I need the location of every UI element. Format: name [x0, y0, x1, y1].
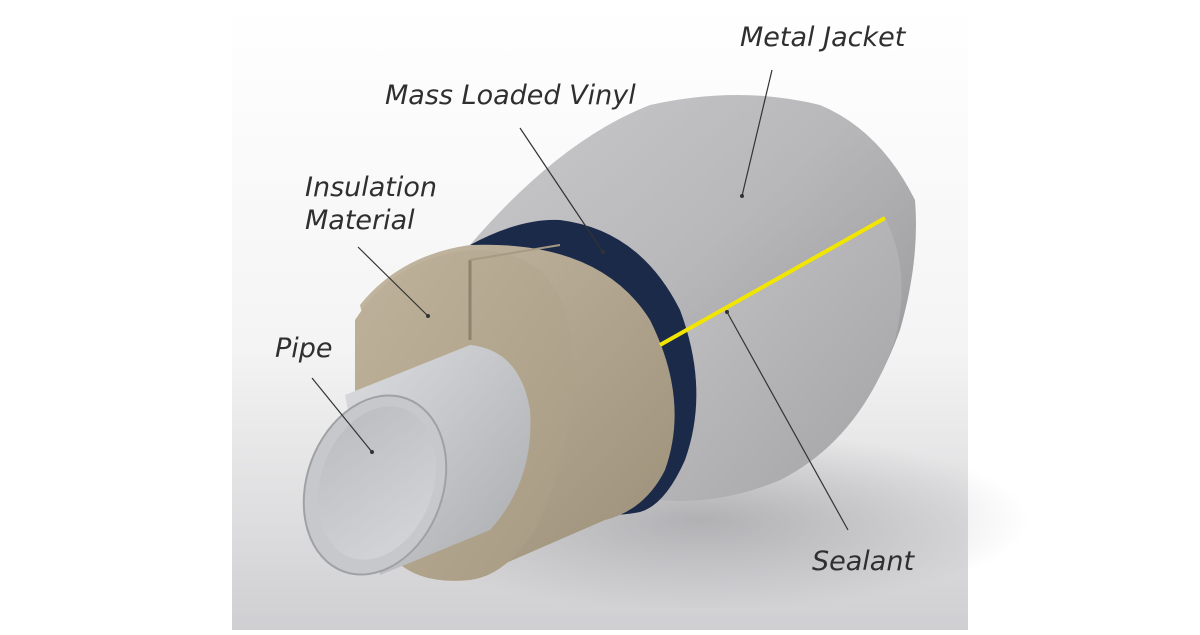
leader-dot-sealant [725, 310, 729, 314]
leader-dot-metal-jacket [740, 194, 744, 198]
label-insulation-line1: Insulation [305, 172, 437, 203]
leader-sealant [726, 311, 849, 531]
leader-dot-vinyl [601, 250, 605, 254]
label-insulation-line2: Material [305, 205, 415, 236]
leader-dot-pipe [370, 450, 374, 454]
leader-dot-insulation [426, 314, 430, 318]
label-pipe: Pipe [275, 333, 333, 364]
label-mass-loaded-vinyl: Mass Loaded Vinyl [385, 80, 636, 111]
label-metal-jacket: Metal Jacket [740, 22, 907, 53]
label-sealant: Sealant [812, 546, 915, 577]
metal-jacket-lower [660, 218, 902, 501]
leader-insulation [357, 246, 429, 317]
sealant-seam [659, 216, 886, 347]
pipe-end-opening [317, 406, 437, 560]
leader-pipe [311, 377, 373, 453]
insulation-seam-top [469, 244, 561, 261]
leader-mass-loaded-vinyl [519, 127, 604, 253]
leader-metal-jacket [741, 69, 773, 197]
